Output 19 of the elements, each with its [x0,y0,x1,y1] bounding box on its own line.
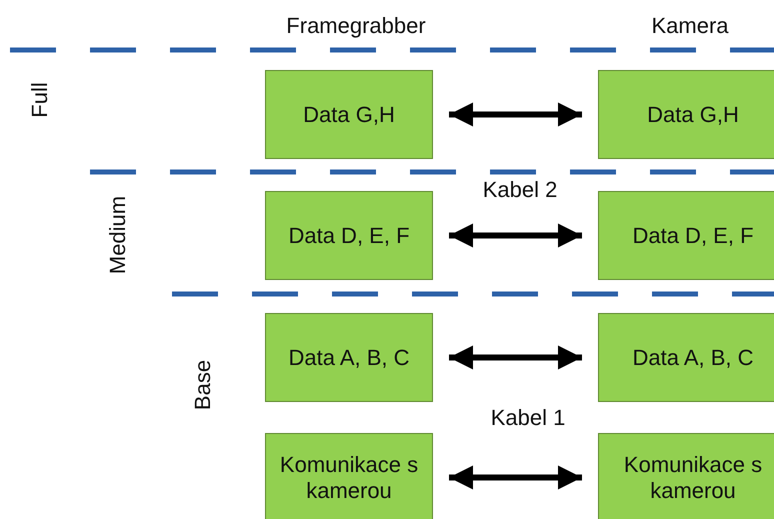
column-header: Framegrabber [286,13,426,39]
cable-label: Kabel 2 [482,177,558,203]
process-box: Data G,H [598,70,774,159]
row-label: Base [190,360,216,410]
double-arrow [449,346,582,370]
double-arrow [449,224,582,248]
process-box: Komunikace s kamerou [265,433,433,519]
cable-label: Kabel 1 [490,405,566,431]
process-box: Data A, B, C [598,313,774,402]
process-box: Komunikace s kamerou [598,433,774,519]
double-arrow [449,466,582,490]
row-label: Medium [105,196,131,274]
column-header: Kamera [651,13,729,39]
process-box: Data D, E, F [265,191,433,280]
process-box: Data G,H [265,70,433,159]
row-label: Full [27,82,53,118]
process-box: Data A, B, C [265,313,433,402]
process-box: Data D, E, F [598,191,774,280]
double-arrow [449,102,582,126]
